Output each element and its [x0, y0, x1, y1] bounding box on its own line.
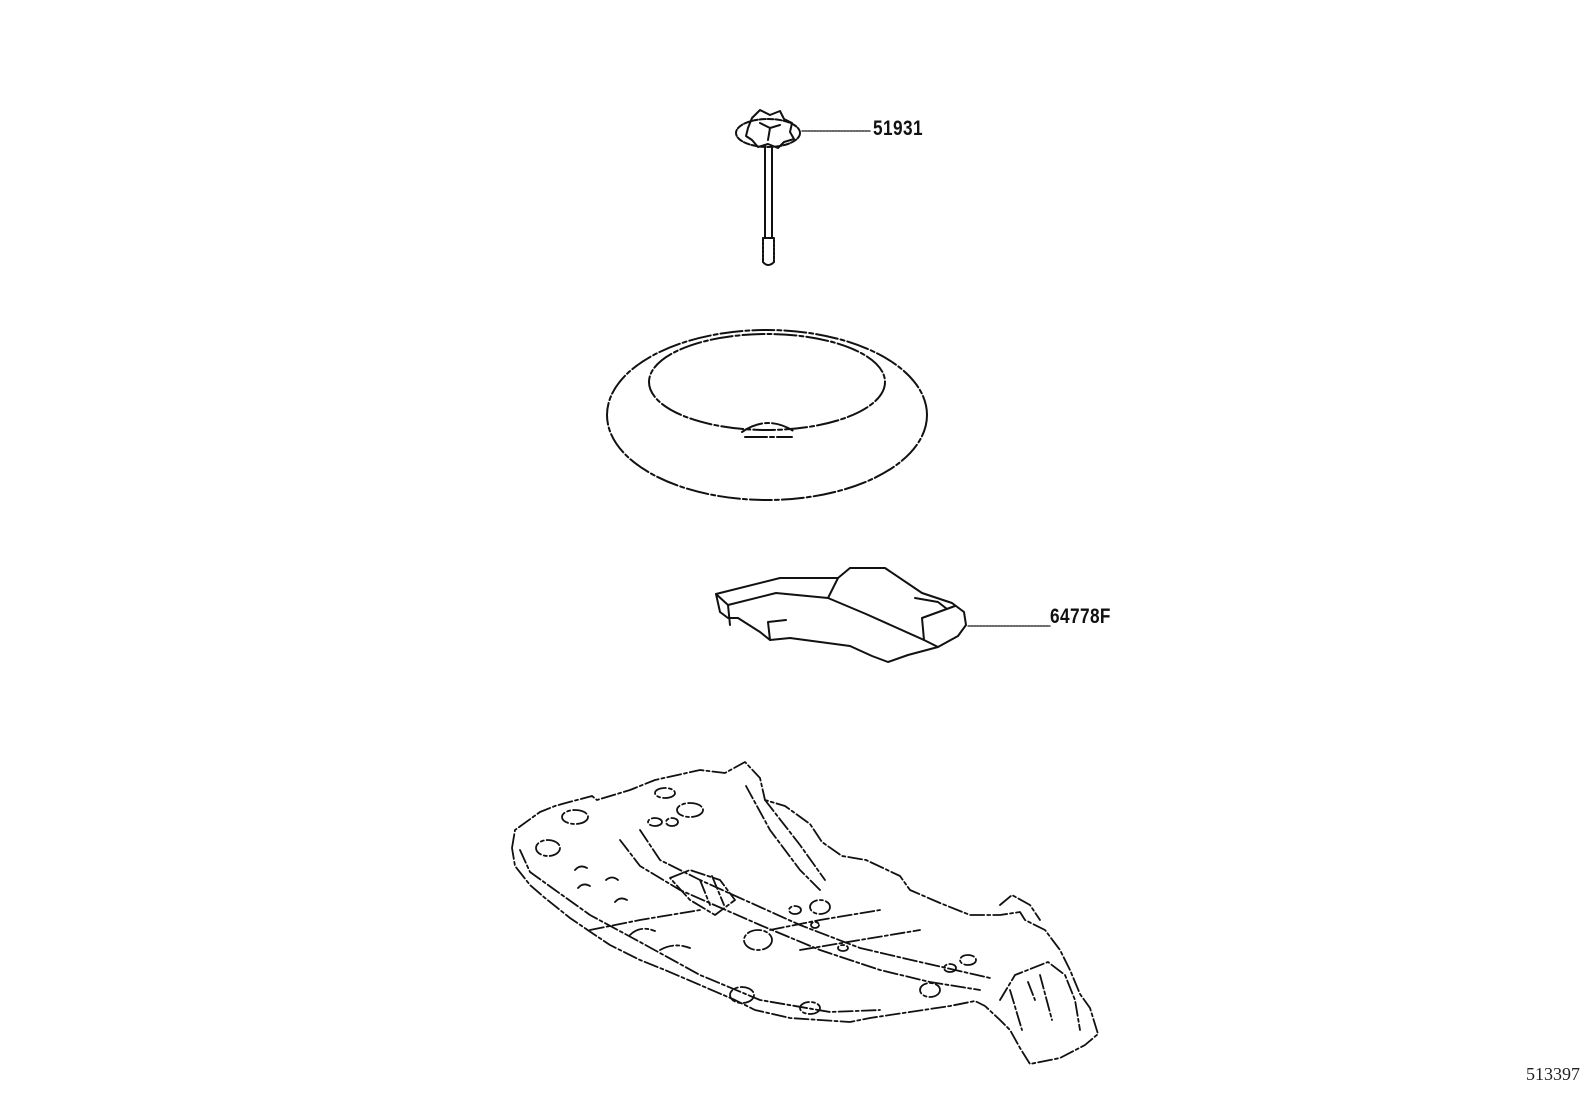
part-label-64778F[interactable]: 64778F [1050, 605, 1111, 628]
spacer-block-64778F[interactable] [715, 567, 967, 663]
part-label-51931[interactable]: 51931 [873, 117, 923, 140]
bolt-51931[interactable] [735, 109, 801, 266]
rear-floor-pan[interactable] [511, 761, 1099, 1065]
spare-tire[interactable] [606, 329, 928, 501]
diagram-reference-number: 513397 [1526, 1064, 1580, 1084]
